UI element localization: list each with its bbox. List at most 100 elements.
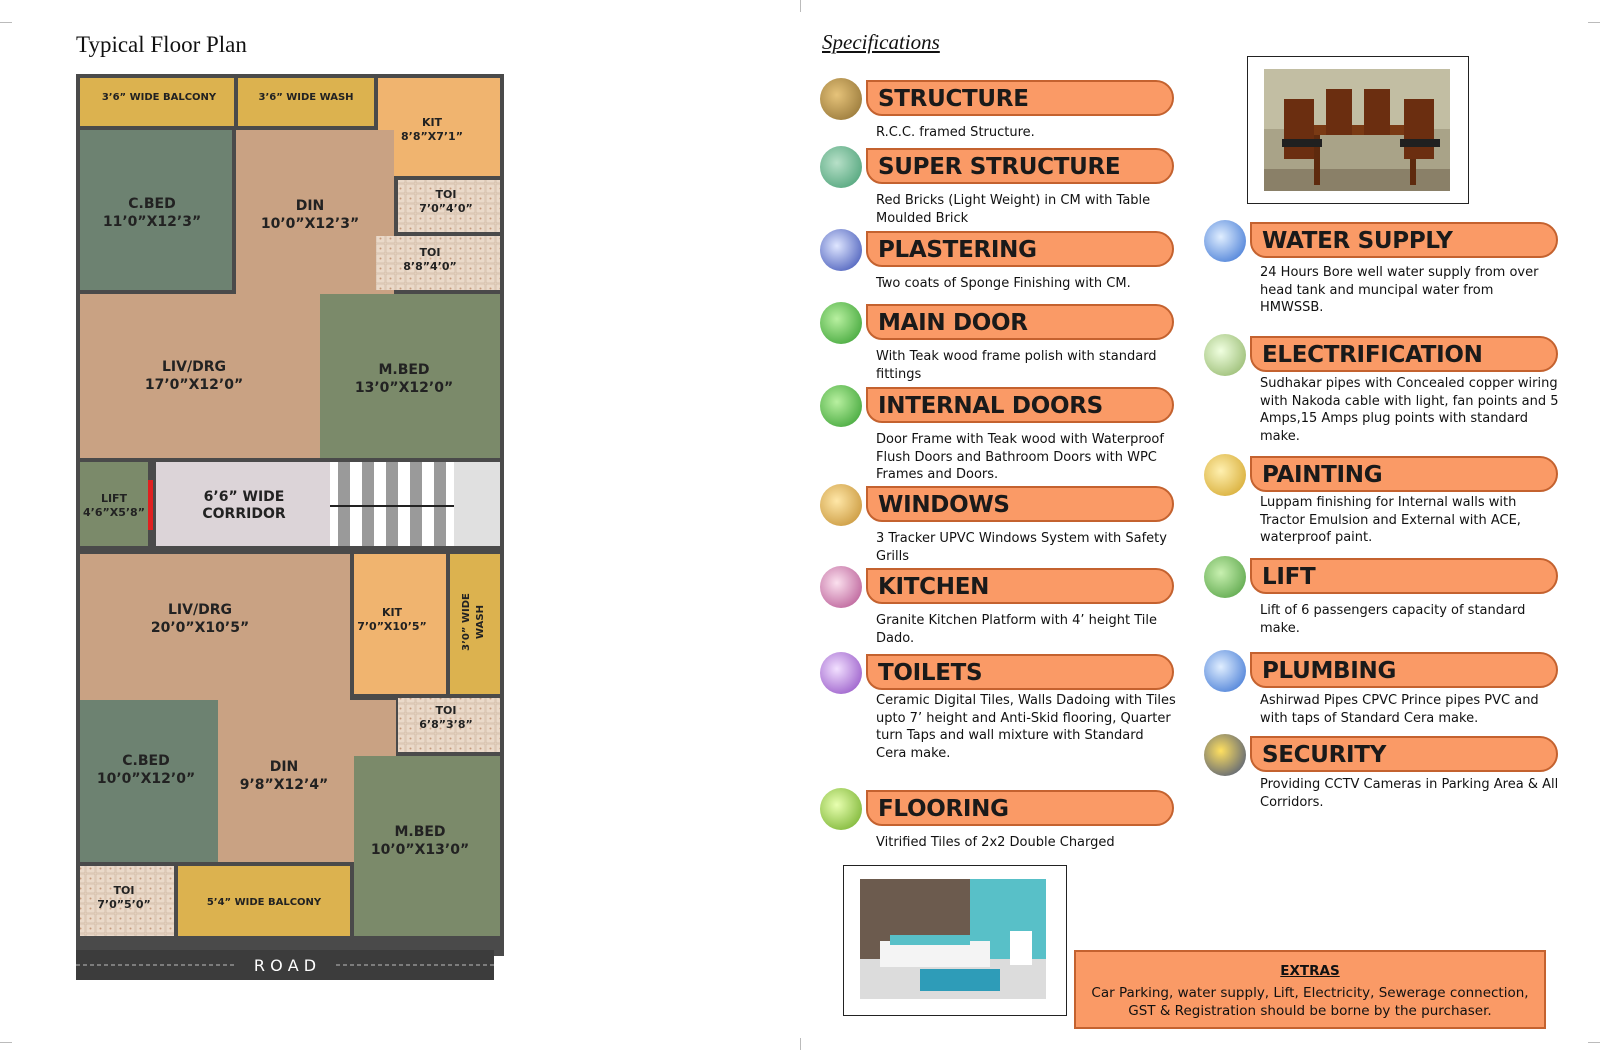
label-master-bed-1: M.BED xyxy=(378,362,429,378)
label-lift-size: 4’6”X5’8” xyxy=(83,506,145,519)
room-child-bed-2 xyxy=(80,700,218,862)
label-toilet-3: TOI xyxy=(436,704,457,717)
stair-steps xyxy=(330,462,454,546)
room-toilet-4 xyxy=(80,866,174,936)
spec-description: 24 Hours Bore well water supply from ove… xyxy=(1260,265,1539,315)
spec-pill: PLUMBING xyxy=(1250,652,1558,688)
spec-title: PLASTERING xyxy=(878,237,1037,263)
spec-kitchen: KITCHEN Granite Kitchen Platform with 4’… xyxy=(820,566,1180,646)
label-child-bed-1: C.BED xyxy=(128,196,175,212)
main-door-icon xyxy=(820,302,862,344)
spec-electrification: ELECTRIFICATION Sudhakar pipes with Conc… xyxy=(1204,334,1564,450)
spec-pill: WATER SUPPLY xyxy=(1250,222,1558,258)
label-master-bed-2: M.BED xyxy=(394,824,445,840)
spec-internal-doors: INTERNAL DOORS Door Frame with Teak wood… xyxy=(820,385,1180,485)
label-master-bed-1-size: 13’0”X12’0” xyxy=(355,380,453,396)
lift-door xyxy=(148,480,153,530)
spec-pill: KITCHEN xyxy=(866,568,1174,604)
room-balcony-bottom xyxy=(178,866,350,936)
spec-description: Ashirwad Pipes CPVC Prince pipes PVC and… xyxy=(1260,693,1539,726)
spec-pill: WINDOWS xyxy=(866,486,1174,522)
label-kitchen-1: KIT xyxy=(422,116,443,129)
spec-title: SUPER STRUCTURE xyxy=(878,154,1121,180)
stair-landing xyxy=(454,462,500,546)
label-living-2: LIV/DRG xyxy=(168,602,232,618)
spec-pill: ELECTRIFICATION xyxy=(1250,336,1558,372)
label-wash-side-2: WASH xyxy=(475,605,486,639)
extras-body: Car Parking, water supply, Lift, Electri… xyxy=(1091,985,1529,1019)
spec-pill: LIFT xyxy=(1250,558,1558,594)
plumbing-icon xyxy=(1204,650,1246,692)
spec-description: Ceramic Digital Tiles, Walls Dadoing wit… xyxy=(876,693,1176,761)
spec-description: Red Bricks (Light Weight) in CM with Tab… xyxy=(876,193,1151,226)
toilets-icon xyxy=(820,652,862,694)
room-kitchen-2 xyxy=(354,554,446,694)
flooring-icon xyxy=(820,788,862,830)
spec-plumbing: PLUMBING Ashirwad Pipes CPVC Prince pipe… xyxy=(1204,650,1564,730)
label-balcony-top: 3’6” WIDE BALCONY xyxy=(102,92,217,103)
spec-water-supply: WATER SUPPLY 24 Hours Bore well water su… xyxy=(1204,220,1564,320)
label-toilet-4: TOI xyxy=(114,884,135,897)
spec-description: R.C.C. framed Structure. xyxy=(876,125,1035,140)
label-kitchen-1-size: 8’8”X7’1” xyxy=(401,130,463,143)
room-lift xyxy=(80,462,148,546)
spec-description: Sudhakar pipes with Concealed copper wir… xyxy=(1260,376,1559,444)
room-kitchen-1 xyxy=(378,78,500,176)
crop-mark xyxy=(0,1042,12,1043)
spec-painting: PAINTING Luppam finishing for Internal w… xyxy=(1204,454,1564,550)
spec-main-door: MAIN DOOR With Teak wood frame polish wi… xyxy=(820,302,1180,382)
spec-pill: TOILETS xyxy=(866,654,1174,690)
structure-icon xyxy=(820,78,862,120)
crop-mark xyxy=(800,0,801,12)
crop-mark xyxy=(1588,22,1600,23)
label-master-bed-2-size: 10’0”X13’0” xyxy=(371,842,469,858)
label-toilet-4-size: 7’0”5’0” xyxy=(97,898,150,911)
spec-title: WATER SUPPLY xyxy=(1262,228,1453,254)
spec-description: Vitrified Tiles of 2x2 Double Charged xyxy=(876,835,1115,850)
label-corridor-2: CORRIDOR xyxy=(202,506,285,522)
spec-structure: STRUCTURE R.C.C. framed Structure. xyxy=(820,78,1180,140)
spec-title: INTERNAL DOORS xyxy=(878,393,1103,419)
spec-title: ELECTRIFICATION xyxy=(1262,342,1483,368)
spec-title: SECURITY xyxy=(1262,742,1387,768)
spec-pill: FLOORING xyxy=(866,790,1174,826)
painting-icon xyxy=(1204,454,1246,496)
spec-description: Door Frame with Teak wood with Waterproo… xyxy=(876,432,1164,482)
label-dining-2-size: 9’8”X12’4” xyxy=(240,777,329,793)
spec-title: PAINTING xyxy=(1262,462,1383,488)
spec-security: SECURITY Providing CCTV Cameras in Parki… xyxy=(1204,734,1564,814)
corridor xyxy=(156,462,330,546)
crop-mark xyxy=(0,22,12,23)
room-master-bed-1 xyxy=(320,294,500,458)
spec-title: WINDOWS xyxy=(878,492,1010,518)
spec-description: With Teak wood frame polish with standar… xyxy=(876,349,1157,382)
floor-plan-title: Typical Floor Plan xyxy=(76,32,247,57)
spec-title: PLUMBING xyxy=(1262,658,1397,684)
spec-super-structure: SUPER STRUCTURE Red Bricks (Light Weight… xyxy=(820,146,1180,226)
label-dining-1-size: 10’0”X12’3” xyxy=(261,216,359,232)
spec-pill: STRUCTURE xyxy=(866,80,1174,116)
label-corridor-1: 6’6” WIDE xyxy=(204,489,285,505)
label-kitchen-2-size: 7’0”X10’5” xyxy=(357,620,427,633)
spec-pill: INTERNAL DOORS xyxy=(866,387,1174,423)
dining-image xyxy=(1264,69,1450,191)
room-child-bed-1 xyxy=(80,130,232,290)
extras-heading: EXTRAS xyxy=(1280,963,1340,979)
spec-title: FLOORING xyxy=(878,796,1009,822)
spec-description: Granite Kitchen Platform with 4’ height … xyxy=(876,613,1157,646)
room-balcony-top xyxy=(80,78,234,126)
specifications-heading: Specifications xyxy=(822,30,940,54)
label-kitchen-2: KIT xyxy=(382,606,403,619)
spec-description: Luppam finishing for Internal walls with… xyxy=(1260,495,1521,545)
plastering-icon xyxy=(820,229,862,271)
spec-title: TOILETS xyxy=(878,660,983,686)
road-label: R O A D xyxy=(254,956,316,975)
windows-icon xyxy=(820,484,862,526)
water-supply-icon xyxy=(1204,220,1246,262)
label-child-bed-1-size: 11’0”X12’3” xyxy=(103,214,201,230)
label-toilet-1: TOI xyxy=(436,188,457,201)
spec-title: LIFT xyxy=(1262,564,1316,590)
label-living-1-size: 17’0”X12’0” xyxy=(145,377,243,393)
room-toilet-1 xyxy=(398,180,500,232)
electrification-icon xyxy=(1204,334,1246,376)
